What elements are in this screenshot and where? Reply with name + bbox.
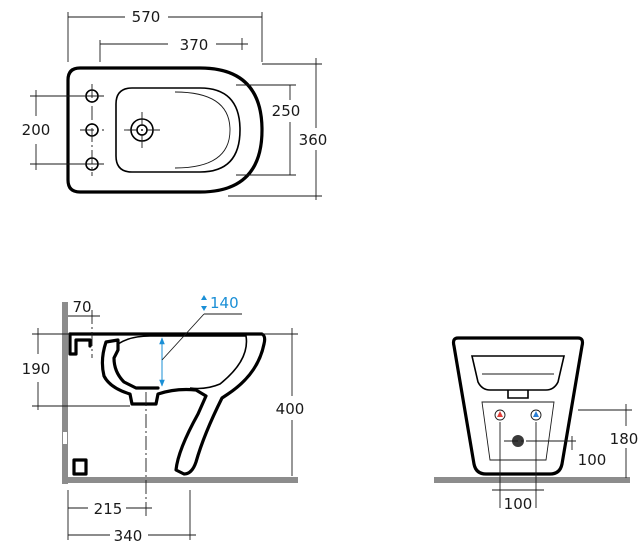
dim-370: 370	[180, 36, 209, 54]
dim-200: 200	[22, 121, 51, 139]
dim-570: 570	[132, 8, 161, 26]
top-view: 570 370 200 250 360	[22, 8, 328, 200]
rear-view-outline	[451, 336, 585, 476]
dim-70: 70	[72, 298, 91, 316]
dim-360: 360	[299, 131, 328, 149]
wall-gap	[63, 432, 67, 444]
floor	[434, 477, 630, 483]
cold-supply-icon	[530, 409, 542, 421]
rear-view-cavity	[470, 355, 566, 391]
dim-100-outlet: 100	[578, 451, 607, 469]
wall	[62, 302, 68, 484]
floor	[62, 477, 298, 483]
side-view-bowl	[117, 335, 248, 390]
leader-line	[161, 313, 205, 361]
top-view-outline	[66, 66, 264, 194]
dim-100-spacing: 100	[504, 495, 533, 513]
rear-view: 100 100 180	[434, 336, 639, 513]
dim-250: 250	[272, 102, 301, 120]
dim-190: 190	[22, 360, 51, 378]
side-view-body	[68, 332, 267, 476]
dim-400: 400	[276, 400, 305, 418]
dim-215: 215	[94, 500, 123, 518]
dim-140: 140	[210, 294, 239, 312]
top-view-bowl	[115, 87, 241, 173]
rear-view-inlet	[507, 390, 529, 399]
dim-180: 180	[610, 430, 639, 448]
water-level-icon	[201, 295, 207, 311]
hot-supply-icon	[494, 409, 506, 421]
side-view: 70 190 140 400 215 340	[22, 294, 305, 543]
side-view-base-fixing	[72, 458, 88, 476]
dim-340: 340	[114, 527, 143, 543]
top-view-inner-rim	[174, 91, 231, 169]
rear-view-recess	[481, 401, 555, 461]
side-view-inlet	[68, 332, 92, 356]
